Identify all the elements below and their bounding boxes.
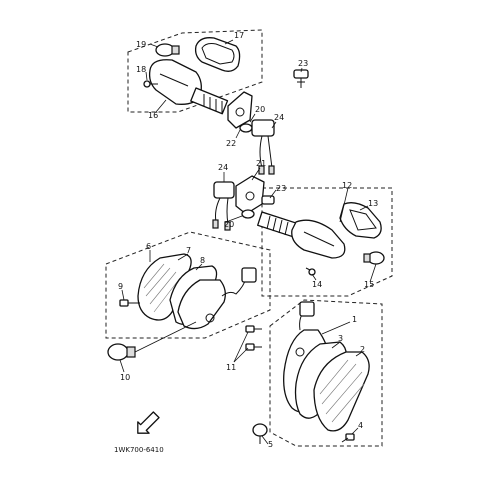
washer-22 (239, 123, 253, 133)
screw-23-middle (261, 195, 275, 205)
callout-6: 6 (146, 242, 151, 251)
bracket-22 (227, 91, 253, 129)
callout-23-upper: 23 (298, 59, 308, 68)
callout-1: 1 (352, 315, 357, 324)
callout-12: 12 (342, 181, 352, 190)
bracket-21 (235, 175, 265, 215)
bulb-10 (107, 343, 129, 361)
lens-17 (194, 37, 241, 72)
leader-lines (119, 39, 377, 445)
callout-16: 16 (148, 111, 158, 120)
callout-20-upper: 20 (255, 105, 265, 114)
turn-signal-rear-right (257, 202, 385, 276)
assembly-box-rear-left (127, 29, 263, 113)
callout-24-upper: 24 (274, 113, 284, 122)
callout-10: 10 (120, 373, 130, 382)
callout-15: 15 (364, 280, 374, 289)
assembly-box-front-right (269, 299, 383, 447)
bracket-assembly-upper (227, 91, 275, 175)
front-arrow-icon (137, 411, 160, 434)
turn-signal-front-right (252, 301, 370, 444)
reference-code: 1WK700-6410 (114, 446, 164, 454)
bulb-19 (155, 43, 175, 57)
lens-2 (313, 351, 370, 432)
connector-1 (299, 301, 315, 317)
callout-3: 3 (338, 334, 343, 343)
washer-20 (241, 209, 255, 219)
assembly-box-rear-right (261, 187, 393, 297)
bracket-assembly-middle (212, 175, 275, 231)
callout-7: 7 (186, 246, 191, 255)
callout-11: 11 (226, 363, 236, 372)
callout-23-middle: 23 (276, 184, 286, 193)
lens-7 (137, 253, 192, 321)
callout-17: 17 (234, 31, 244, 40)
callout-9: 9 (118, 282, 123, 291)
callout-13: 13 (368, 199, 378, 208)
callout-21: 21 (256, 159, 266, 168)
callout-labels: 17 19 18 16 23 20 24 22 21 24 23 12 13 2… (118, 31, 378, 449)
callout-8: 8 (200, 256, 205, 265)
callout-4: 4 (358, 421, 363, 430)
callout-18: 18 (136, 65, 146, 74)
callout-2: 2 (360, 345, 365, 354)
connector-24a (251, 119, 275, 137)
callout-20-middle: 20 (224, 220, 234, 229)
assembly-box-front-left (105, 231, 271, 339)
turn-signal-front-left (107, 253, 257, 361)
socket-5 (252, 423, 268, 437)
callout-5: 5 (268, 440, 273, 449)
callout-19: 19 (136, 40, 146, 49)
callout-14: 14 (312, 280, 322, 289)
connector-6 (241, 267, 257, 283)
turn-signal-rear-left (143, 37, 241, 115)
screw-23-upper (293, 69, 309, 88)
callout-22: 22 (226, 139, 236, 148)
screws-11 (245, 325, 262, 351)
callout-24-middle: 24 (218, 163, 228, 172)
connector-24b (213, 181, 235, 199)
